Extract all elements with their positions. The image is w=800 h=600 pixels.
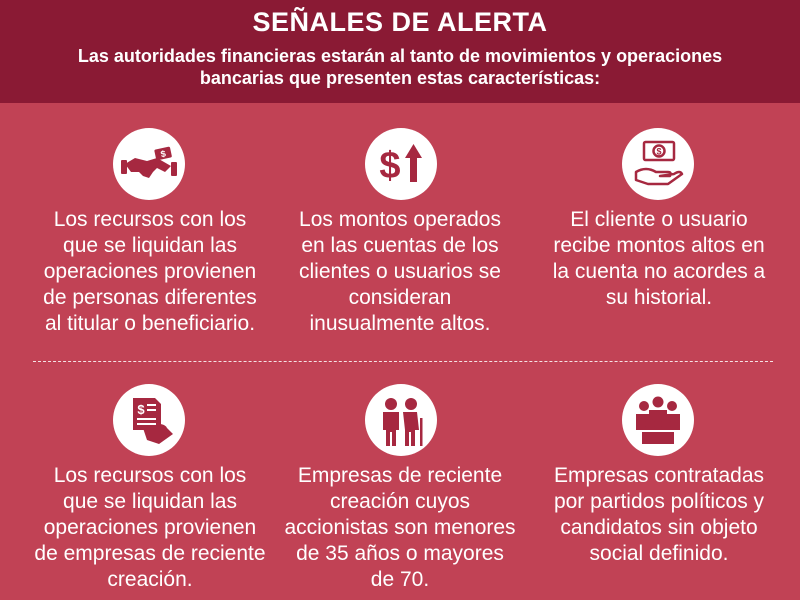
header-banner: SEÑALES DE ALERTA Las autoridades financ… bbox=[0, 0, 800, 103]
page-title: SEÑALES DE ALERTA bbox=[252, 7, 548, 37]
young-old-people-icon bbox=[365, 384, 437, 456]
signal-5-text: Empresas de reciente creación cuyos acci… bbox=[284, 464, 516, 591]
signal-1-text: Los recursos con los que se liquidan las… bbox=[43, 208, 257, 335]
svg-text:$: $ bbox=[656, 147, 661, 157]
signal-4-text: Los recursos con los que se liquidan las… bbox=[34, 464, 266, 591]
people-group-icon bbox=[622, 384, 694, 456]
hand-banknote-icon: $ bbox=[622, 128, 694, 200]
page-subtitle: Las autoridades financieras estarán al t… bbox=[77, 46, 723, 88]
svg-text:$: $ bbox=[137, 402, 145, 417]
handshake-money-icon: $ bbox=[113, 128, 185, 200]
svg-text:$: $ bbox=[379, 145, 400, 187]
signal-3-text: El cliente o usuario recibe montos altos… bbox=[552, 208, 766, 309]
signal-2-text: Los montos operados en las cuentas de lo… bbox=[299, 208, 501, 335]
signal-6-text: Empresas contratadas por partidos políti… bbox=[553, 464, 765, 565]
dollar-up-arrow-icon: $ bbox=[365, 128, 437, 200]
dashed-divider bbox=[33, 361, 773, 362]
svg-text:$: $ bbox=[160, 149, 167, 160]
hand-document-icon: $ bbox=[113, 384, 185, 456]
